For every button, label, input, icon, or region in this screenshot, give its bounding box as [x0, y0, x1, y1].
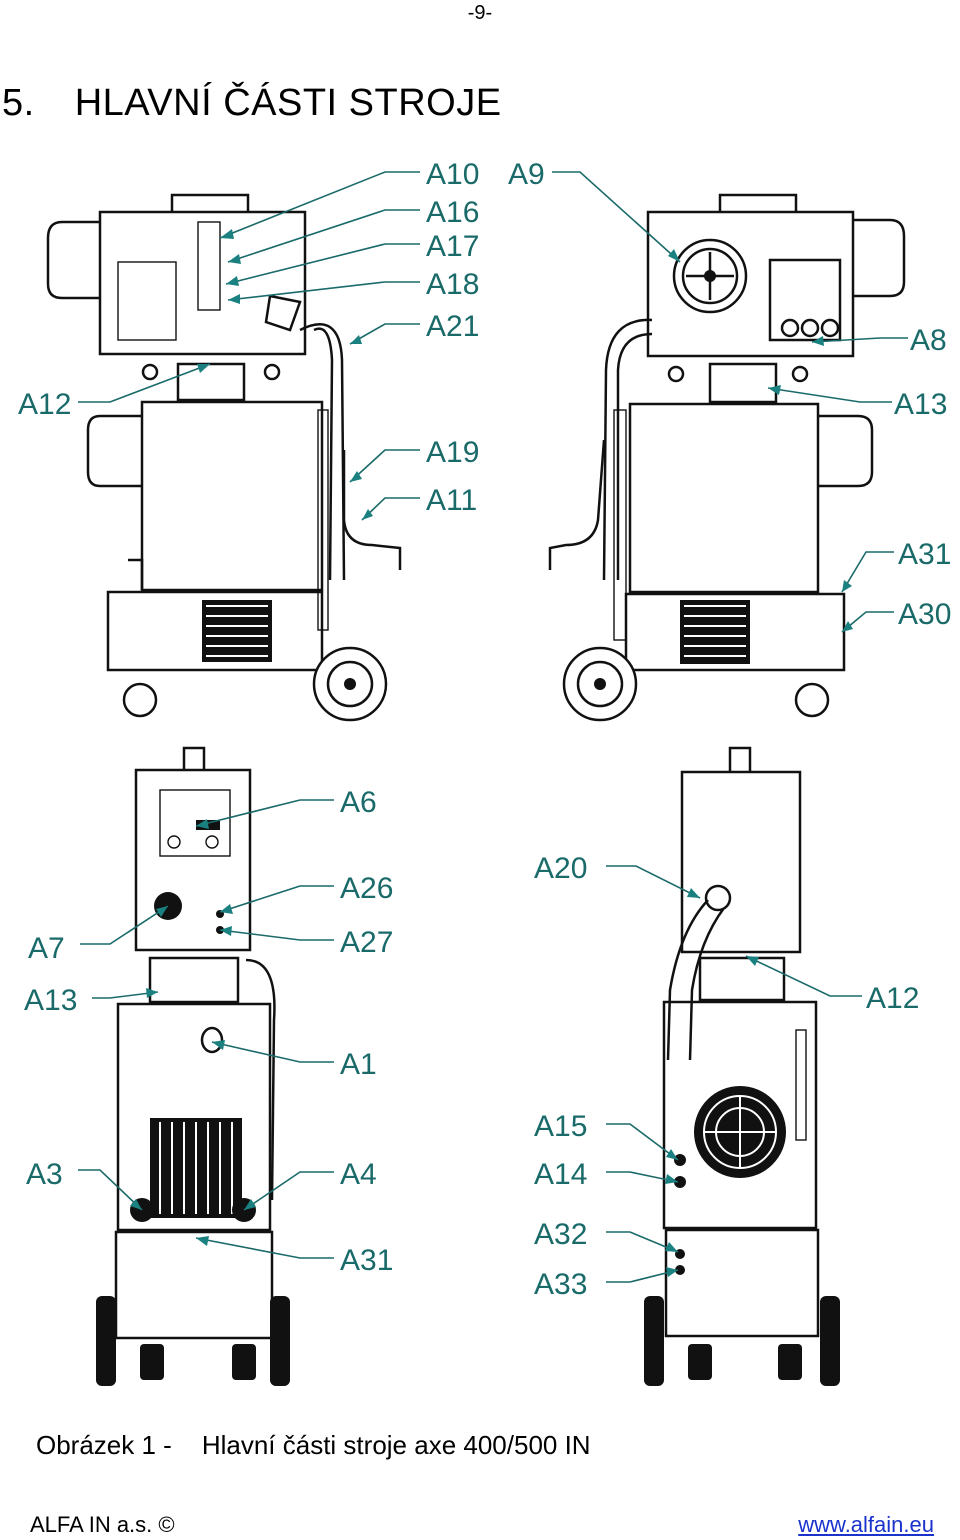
- callout-a31-top: A31: [898, 538, 951, 571]
- callout-a13-top: A13: [894, 388, 947, 421]
- machine-parts-diagram: A10 A16 A17 A18 A21 A12 A19 A11 A9 A8 A1…: [18, 158, 952, 1386]
- callout-a27: A27: [340, 926, 393, 959]
- callout-a18: A18: [426, 268, 479, 301]
- vent-grille: [684, 605, 746, 657]
- callout-a3: A3: [26, 1158, 63, 1191]
- callout-a1: A1: [340, 1048, 377, 1081]
- callout-a11: A11: [426, 484, 477, 517]
- callout-a32: A32: [534, 1218, 587, 1251]
- callout-a8: A8: [910, 324, 947, 357]
- callout-leaders: [78, 171, 908, 1283]
- callout-a31-bottom: A31: [340, 1244, 393, 1277]
- side-view-right: [548, 193, 906, 722]
- figure-caption: Obrázek 1 - Hlavní části stroje axe 400/5…: [36, 1430, 591, 1461]
- callout-a20: A20: [534, 852, 587, 885]
- callout-a16: A16: [426, 196, 479, 229]
- callout-labels: A10 A16 A17 A18 A21 A12 A19 A11 A9 A8 A1…: [18, 158, 952, 1302]
- callout-a10: A10: [426, 158, 479, 191]
- callout-a12-top: A12: [18, 388, 71, 421]
- callout-a9: A9: [508, 158, 545, 191]
- callout-a19: A19: [426, 436, 479, 469]
- callout-a33: A33: [534, 1268, 587, 1301]
- callout-a17: A17: [426, 230, 479, 263]
- callout-a14: A14: [534, 1158, 587, 1191]
- section-number: 5.: [2, 82, 35, 124]
- footer-website-link[interactable]: www.alfain.eu: [798, 1512, 934, 1537]
- section-heading: 5. HLAVNÍ ČÁSTI STROJE: [2, 82, 502, 125]
- front-view: [96, 746, 290, 1386]
- callout-a13-bottom: A13: [24, 984, 77, 1017]
- vent-grille: [206, 605, 268, 657]
- callout-a26: A26: [340, 872, 393, 905]
- callout-a15: A15: [534, 1110, 587, 1143]
- callout-a6: A6: [340, 786, 377, 819]
- callout-a7: A7: [28, 932, 65, 965]
- side-view-left: [46, 193, 402, 722]
- rear-view: [644, 746, 840, 1386]
- vent-grille: [159, 1122, 233, 1214]
- page-number: -9-: [467, 2, 493, 24]
- footer-company: ALFA IN a.s. ©: [30, 1512, 175, 1537]
- callout-a21: A21: [426, 310, 479, 343]
- caption-label: Obrázek 1 -: [36, 1430, 172, 1460]
- section-title: HLAVNÍ ČÁSTI STROJE: [74, 82, 502, 124]
- callout-a30: A30: [898, 598, 951, 631]
- caption-text: Hlavní části stroje axe 400/500 IN: [201, 1430, 591, 1460]
- callout-a12-bottom: A12: [866, 982, 919, 1015]
- callout-a4: A4: [340, 1158, 377, 1191]
